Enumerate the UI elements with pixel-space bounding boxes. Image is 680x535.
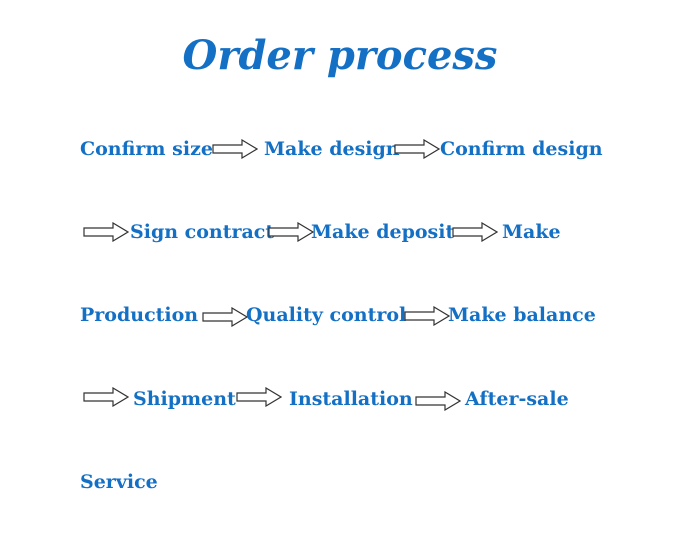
step-service: Service	[80, 471, 158, 493]
step-make-balance: Make balance	[448, 304, 596, 326]
right-arrow-icon	[212, 139, 258, 159]
right-arrow-icon	[83, 222, 129, 242]
step-make-deposit: Make deposit	[311, 221, 455, 243]
right-arrow-icon	[268, 222, 314, 242]
page-title: Order process	[182, 32, 498, 79]
step-make-design: Make design	[264, 138, 400, 160]
step-shipment: Shipment	[133, 388, 236, 410]
step-confirm-size: Confirm size	[80, 138, 213, 160]
step-sign-contract: Sign contract	[130, 221, 275, 243]
right-arrow-icon	[452, 222, 498, 242]
right-arrow-icon	[83, 387, 129, 407]
right-arrow-icon	[415, 391, 461, 411]
right-arrow-icon	[404, 306, 450, 326]
step-installation: Installation	[289, 388, 413, 410]
right-arrow-icon	[394, 139, 440, 159]
step-after-sale: After-sale	[465, 388, 569, 410]
right-arrow-icon	[236, 387, 282, 407]
step-confirm-design: Confirm design	[440, 138, 603, 160]
right-arrow-icon	[202, 307, 248, 327]
step-quality-control: Quality control	[246, 304, 407, 326]
step-make: Make	[502, 221, 561, 243]
step-production: Production	[80, 304, 199, 326]
